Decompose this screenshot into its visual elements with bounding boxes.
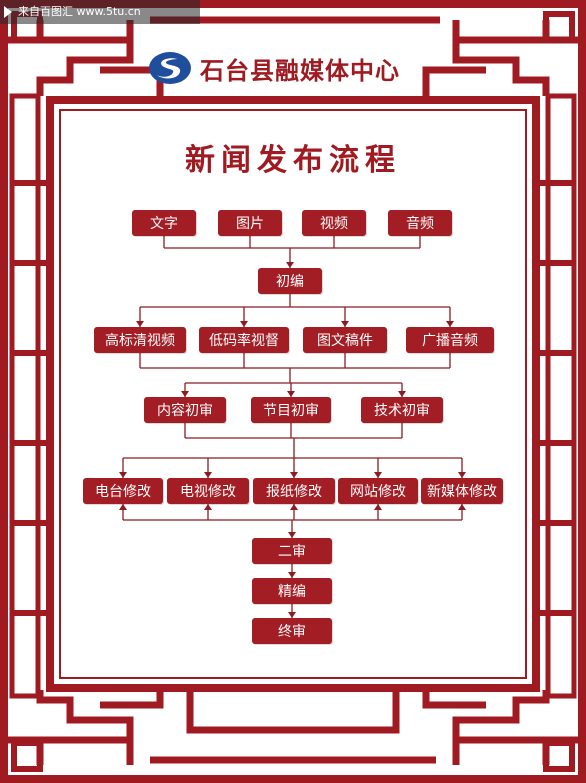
arrowhead [374, 504, 382, 510]
revision-node: 电台修改 [83, 478, 163, 504]
arrowhead [286, 262, 294, 268]
final-step-node: 精编 [252, 578, 332, 604]
arrowhead [181, 391, 189, 397]
arrowhead [288, 612, 296, 618]
arrowhead [290, 472, 298, 478]
s-swoosh-logo-icon [149, 52, 191, 84]
arrowhead [288, 572, 296, 578]
arrowhead [458, 504, 466, 510]
arrowhead [136, 321, 144, 327]
arrowhead [458, 472, 466, 478]
revision-node: 网站修改 [338, 478, 418, 504]
format-node: 高标清视频 [94, 327, 186, 353]
arrowhead [204, 472, 212, 478]
arrowhead [374, 472, 382, 478]
input-node: 视频 [302, 210, 366, 236]
review-node: 内容初审 [144, 397, 226, 423]
arrowhead [341, 321, 349, 327]
organization-name: 石台县融媒体中心 [200, 55, 400, 85]
arrowhead [290, 504, 298, 510]
arrowhead [288, 532, 296, 538]
arrowhead [204, 504, 212, 510]
review-node: 技术初审 [361, 397, 443, 423]
arrowhead [398, 391, 406, 397]
revision-node: 新媒体修改 [421, 478, 503, 504]
play-icon [4, 6, 12, 18]
page-title: 新闻发布流程 [185, 143, 401, 178]
initial-edit-node: 初编 [258, 268, 322, 294]
input-node: 图片 [218, 210, 282, 236]
arrowhead [287, 391, 295, 397]
arrowhead [446, 321, 454, 327]
revision-node: 报纸修改 [253, 478, 335, 504]
review-node: 节目初审 [251, 397, 331, 423]
final-step-node: 终审 [252, 618, 332, 644]
format-node: 广播音频 [406, 327, 494, 353]
format-node: 图文稿件 [303, 327, 387, 353]
final-step-node: 二审 [252, 538, 332, 564]
input-node: 音频 [388, 210, 452, 236]
arrowhead [119, 504, 127, 510]
arrowhead [240, 321, 248, 327]
input-node: 文字 [132, 210, 196, 236]
organization-header: 石台县融媒体中心 [148, 48, 400, 88]
watermark-text: 来自百图汇 www.5tu.cn [18, 5, 141, 18]
arrowhead [119, 472, 127, 478]
watermark-bar: 来自百图汇 www.5tu.cn [0, 0, 200, 24]
format-node: 低码率视督 [199, 327, 289, 353]
revision-node: 电视修改 [167, 478, 249, 504]
